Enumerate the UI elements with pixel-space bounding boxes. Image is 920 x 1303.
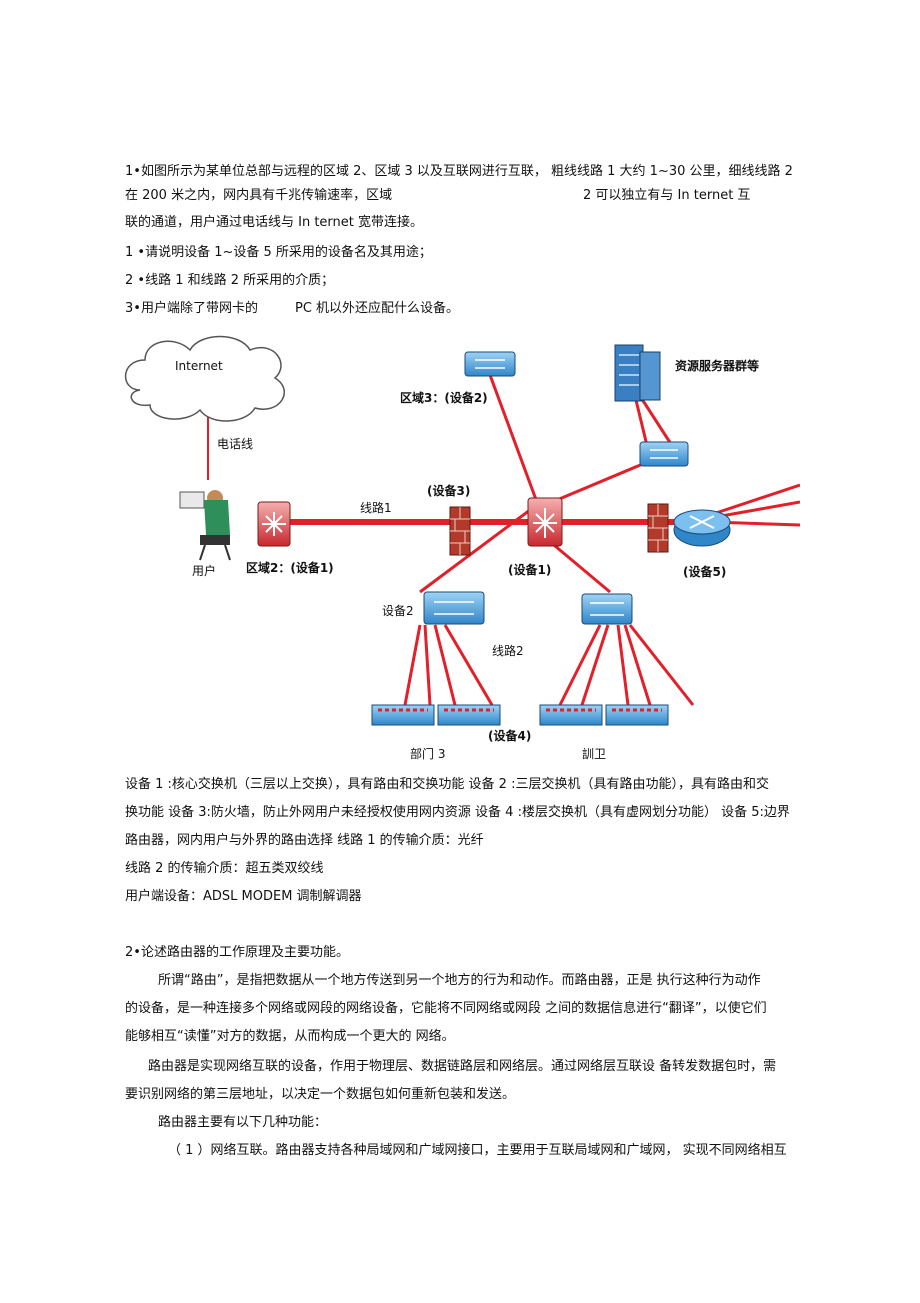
network-diagram: Internet 电话线 用户 区域2：(设备1) 线路1 (设备3) 区域3：… bbox=[124, 335, 800, 761]
q1-subquestion-2: 2 •线路 1 和线路 2 所采用的介质； bbox=[125, 273, 335, 288]
area2-label: 区域2：(设备1) bbox=[246, 560, 334, 575]
firewall-2-icon bbox=[647, 503, 669, 553]
device4-label: (设备4) bbox=[488, 728, 531, 743]
q1-subquestion-3b: PC 机以外还应配什么设备。 bbox=[295, 301, 460, 316]
line2-label: 线路2 bbox=[492, 643, 524, 658]
user-label: 用户 bbox=[192, 563, 216, 578]
line1-label: 线路1 bbox=[360, 500, 392, 515]
device5-label: (设备5) bbox=[683, 564, 726, 579]
q2-p2-line-2: 要识别网络的第三层地址，以决定一个数据包如何重新包装和发送。 bbox=[125, 1087, 516, 1102]
user-icon bbox=[179, 490, 231, 561]
answer1-line-4: 线路 2 的传输介质：超五类双绞线 bbox=[125, 861, 324, 876]
q1-line-3: 联的通道，用户通过电话线与 In ternet 宽带连接。 bbox=[125, 215, 424, 230]
answer1-line-2: 换功能 设备 3:防火墙，防止外网用户未经授权使用网内资源 设备 4 :楼层交换… bbox=[125, 805, 790, 820]
q1-line-2a: 在 200 米之内，网内具有千兆传输速率，区域 bbox=[125, 188, 393, 203]
area2-switch-icon bbox=[257, 501, 291, 547]
dept3-label: 部门 3 bbox=[410, 746, 445, 761]
q2-p1-line-3: 能够相互“读懂”对方的数据，从而构成一个更大的 网络。 bbox=[125, 1029, 455, 1044]
q1-line-2b: 2 可以独立有与 In ternet 互 bbox=[583, 188, 751, 203]
device3-label: (设备3) bbox=[427, 483, 470, 498]
dept-switch-icon bbox=[581, 593, 633, 625]
floor-switch-icon bbox=[371, 704, 669, 726]
device2-label: 设备2 bbox=[382, 604, 414, 618]
core-switch-icon bbox=[527, 497, 563, 547]
internet-cloud-icon bbox=[124, 335, 285, 422]
q1-line-1: 1•如图所示为某单位总部与远程的区域 2、区域 3 以及互联网进行互联， 粗线线… bbox=[125, 164, 793, 179]
device2-switch-icon bbox=[423, 591, 485, 625]
area3-label: 区域3：(设备2) bbox=[400, 390, 488, 405]
q2-p1-line-2: 的设备，是一种连接多个网络或网段的网络设备，它能将不同网络或网段 之间的数据信息… bbox=[125, 1001, 767, 1016]
thin-links bbox=[403, 374, 800, 706]
answer1-line-5: 用户端设备：ADSL MODEM 调制解调器 bbox=[125, 889, 362, 904]
q2-title: 2•论述路由器的工作原理及主要功能。 bbox=[125, 945, 349, 960]
q1-subquestion-1: 1 •请说明设备 1~设备 5 所采用的设备名及其用途； bbox=[125, 245, 432, 260]
edge-router-icon bbox=[673, 509, 731, 547]
server-rack-icon bbox=[614, 344, 661, 402]
phone-line-label: 电话线 bbox=[217, 437, 253, 451]
dept-b-label: 訓卫 bbox=[582, 746, 606, 761]
q2-p4: （ 1 ）网络互联。路由器支持各种局域网和广域网接口，主要用于互联局域网和广域网… bbox=[168, 1143, 787, 1158]
device1-label: (设备1) bbox=[508, 562, 551, 577]
q2-p2-line-1: 路由器是实现网络互联的设备，作用于物理层、数据链路层和网络层。通过网络层互联设 … bbox=[148, 1059, 777, 1074]
q2-p3: 路由器主要有以下几种功能： bbox=[158, 1115, 328, 1130]
q2-p1-line-1: 所谓“路由”，是指把数据从一个地方传送到另一个地方的行为和动作。而路由器，正是 … bbox=[158, 973, 761, 988]
internet-label: Internet bbox=[175, 359, 223, 373]
firewall-icon bbox=[449, 506, 471, 556]
server-switch-icon bbox=[639, 441, 689, 467]
q1-subquestion-3a: 3•用户端除了带网卡的 bbox=[125, 301, 258, 316]
area3-switch-icon bbox=[464, 351, 516, 377]
answer1-line-3: 路由器，网内用户与外界的路由选择 线路 1 的传输介质：光纤 bbox=[125, 833, 484, 848]
answer1-line-1: 设备 1 :核心交换机（三层以上交换），具有路由和交换功能 设备 2 :三层交换… bbox=[125, 777, 769, 792]
servers-label: 资源服务器群等 bbox=[675, 358, 759, 373]
